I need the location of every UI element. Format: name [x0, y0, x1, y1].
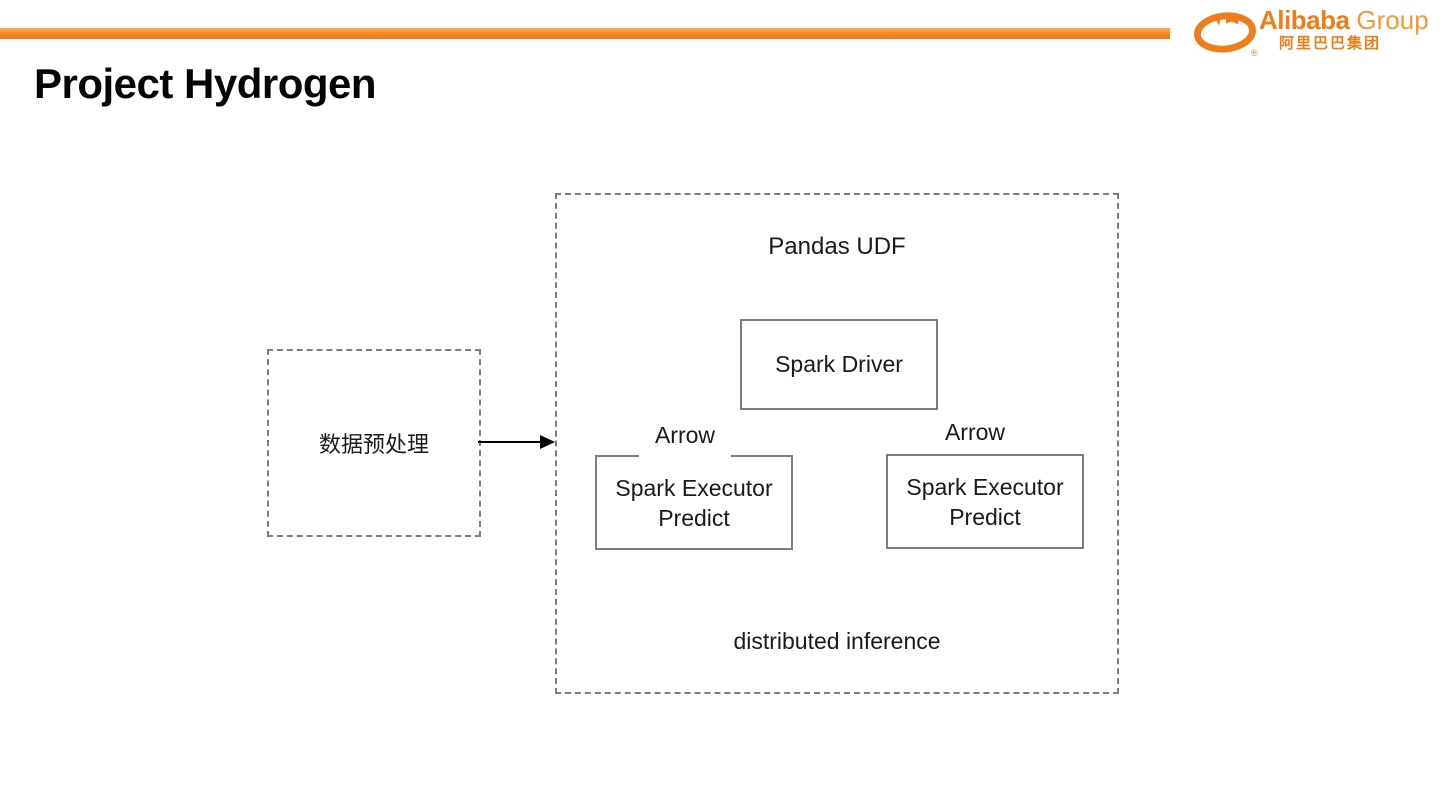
distributed-inference-caption: distributed inference [733, 628, 941, 654]
executor-box-right: Spark Executor Predict [886, 454, 1084, 549]
arrow-label-right: Arrow [944, 419, 1006, 445]
executor-box-left: Spark Executor Predict [595, 455, 793, 550]
page-title: Project Hydrogen [34, 60, 377, 107]
spark-driver-box: Spark Driver [740, 319, 938, 410]
alibaba-face-icon [1194, 12, 1256, 53]
pandas-udf-group: Pandas UDF Spark Driver Arrow Arrow Spar… [555, 193, 1119, 694]
preprocess-box: 数据预处理 [267, 349, 481, 537]
executor-label-line2: Predict [949, 503, 1021, 530]
brand-name: Alibaba [1259, 5, 1350, 35]
brand-suffix: Group [1356, 5, 1429, 35]
spark-driver-label: Spark Driver [775, 351, 903, 377]
executor-label-line2: Predict [658, 504, 730, 531]
registered-mark: ® [1251, 48, 1258, 58]
executor-label-line1: Spark Executor [906, 473, 1064, 500]
pandas-udf-title: Pandas UDF [768, 233, 906, 260]
preprocess-label: 数据预处理 [318, 432, 429, 457]
top-accent-bar [0, 28, 1170, 39]
arrow-label-left: Arrow [639, 422, 731, 458]
arrow-right-icon [478, 435, 555, 449]
executor-label-line1: Spark Executor [615, 474, 773, 501]
brand-chinese: 阿里巴巴集团 [1279, 35, 1382, 52]
